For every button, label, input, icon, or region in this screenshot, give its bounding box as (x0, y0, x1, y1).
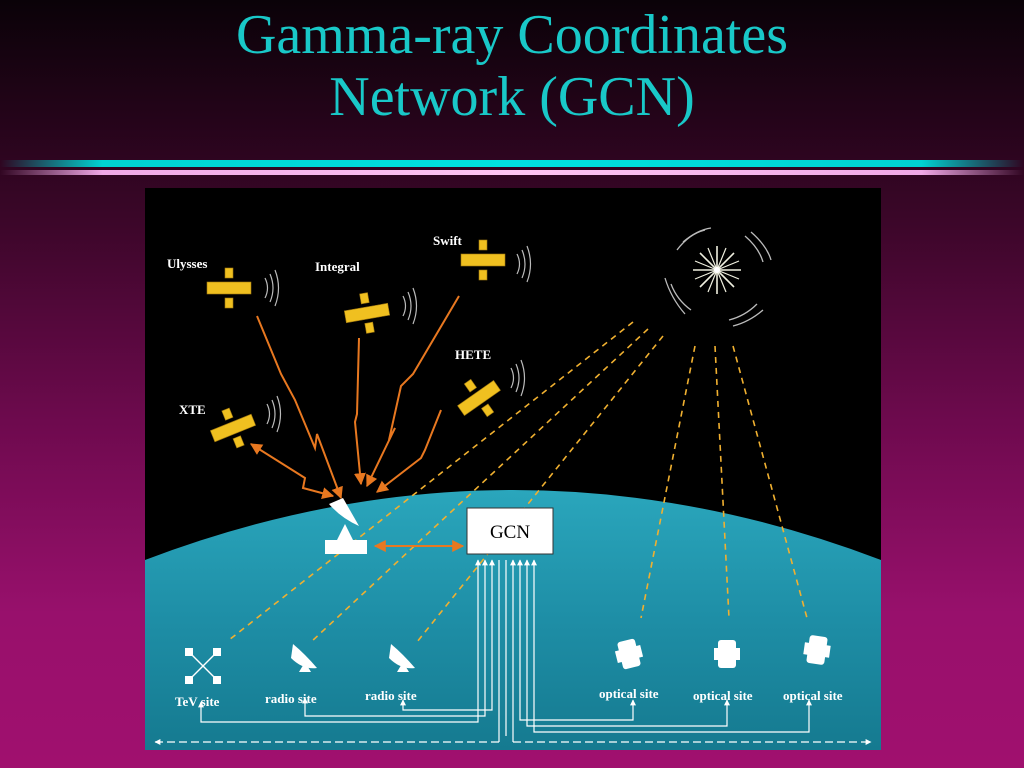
label-optical-site-1: optical site (599, 686, 659, 701)
title-line-1: Gamma-ray Coordinates (235, 4, 789, 66)
gcn-label: GCN (490, 522, 530, 543)
title-line-2: Network (GCN) (329, 66, 695, 128)
pink-divider (0, 170, 1024, 175)
label-ulysses: Ulysses (167, 256, 207, 271)
satellite-downlinks (249, 295, 465, 552)
gcn-distribution-lines (154, 559, 872, 745)
label-optical-site-3: optical site (783, 688, 843, 703)
label-integral: Integral (315, 259, 360, 274)
label-radio-site-2: radio site (365, 688, 417, 703)
gcn-node (466, 507, 554, 555)
gcn-network-diagram: Ulysses Integral Swift HETE XTE GCN (145, 188, 881, 750)
label-optical-site-2: optical site (693, 688, 753, 703)
label-swift: Swift (433, 233, 463, 248)
label-xte: XTE (179, 402, 206, 417)
slide-title: Gamma-ray Coordinates Network (GCN) (0, 4, 1024, 128)
cyan-divider (0, 160, 1024, 167)
label-hete: HETE (455, 347, 491, 362)
gamma-ray-burst (664, 227, 772, 327)
label-radio-site-1: radio site (265, 691, 317, 706)
tev-site-icon (185, 648, 221, 684)
ground-station (325, 498, 367, 554)
label-tev-site: TeV site (175, 694, 220, 709)
